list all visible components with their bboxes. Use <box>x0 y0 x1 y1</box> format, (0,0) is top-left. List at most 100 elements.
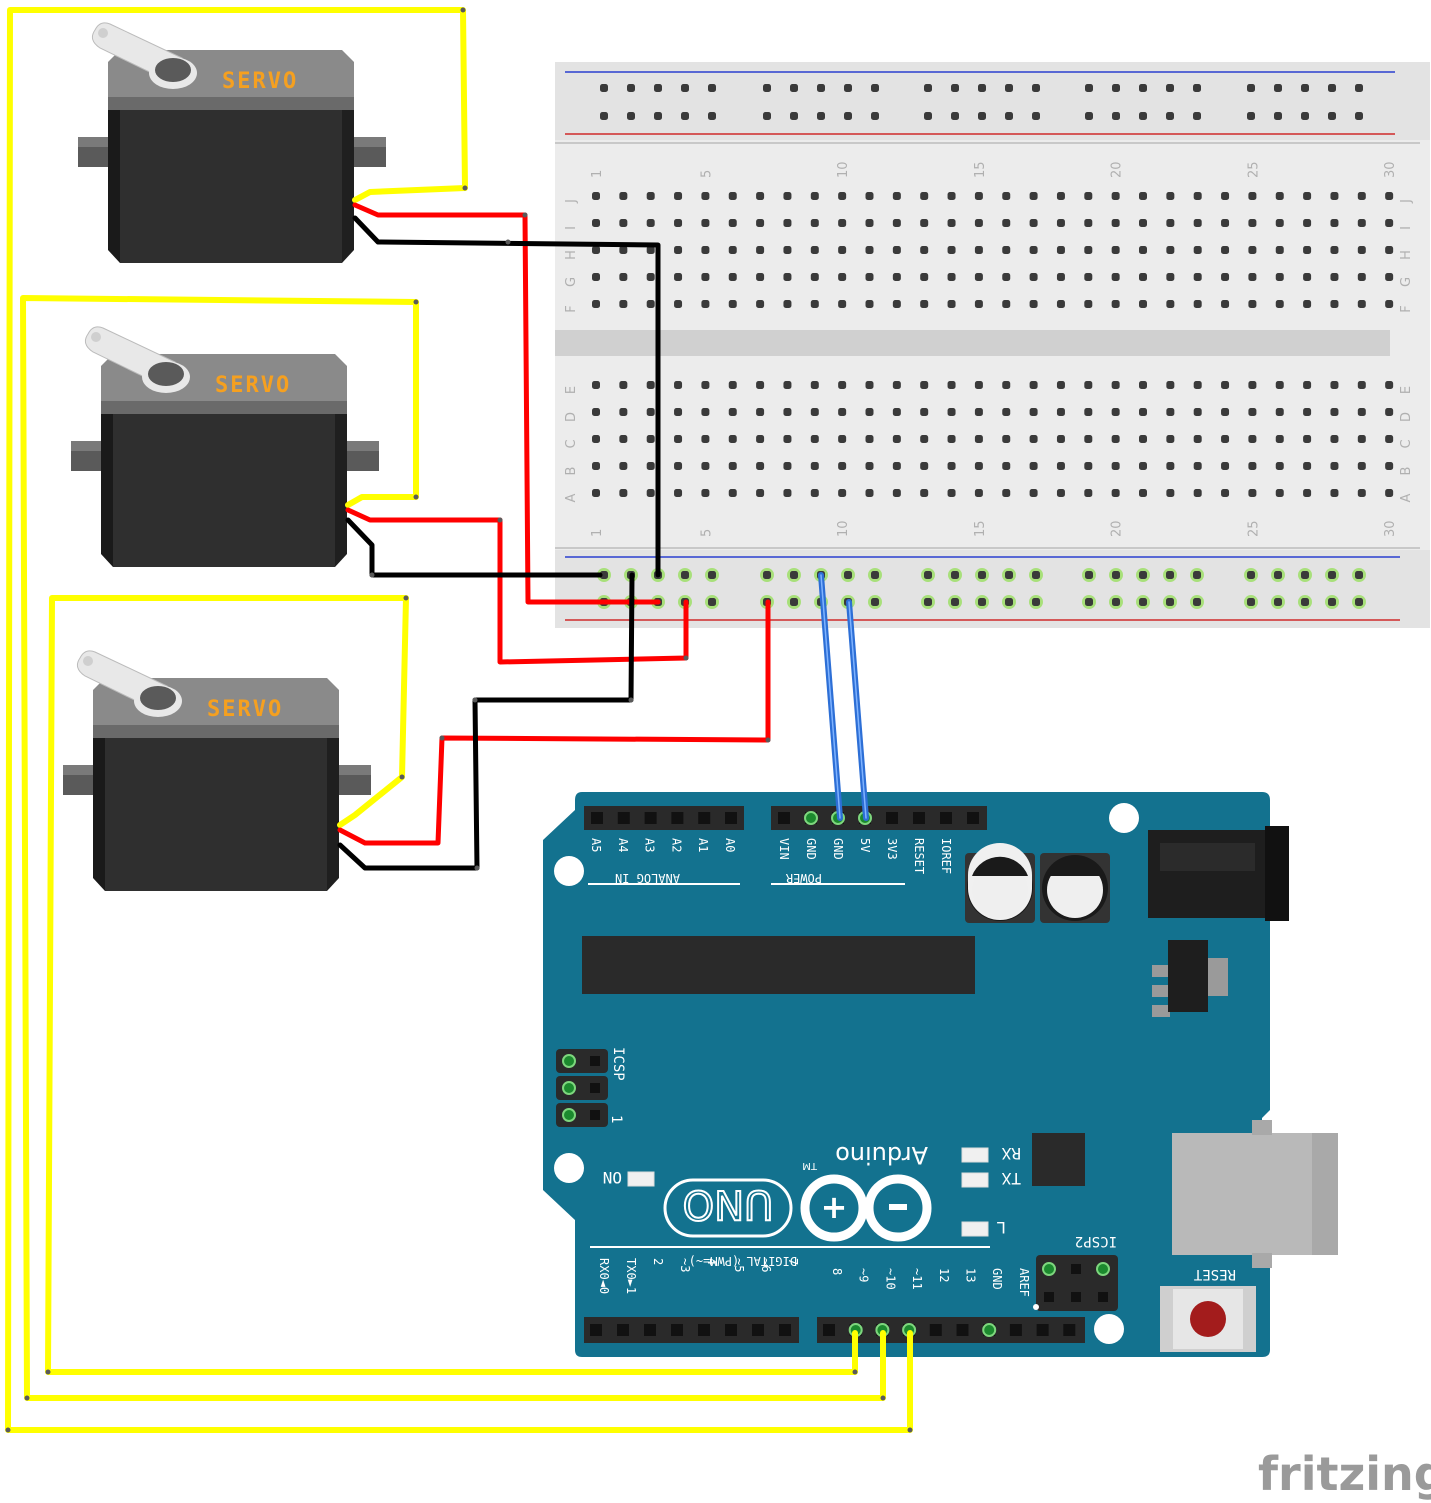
breadboard-hole <box>1084 435 1093 443</box>
power-rail-hole <box>1352 568 1366 582</box>
breadboard-hole <box>1139 300 1147 308</box>
breadboard-hole <box>1357 435 1366 443</box>
icsp2-pin <box>1098 1292 1108 1302</box>
power-rail-hole <box>1032 84 1040 92</box>
breadboard-hole <box>1084 192 1093 200</box>
breadboard-hole <box>920 435 929 443</box>
power-rail-hole <box>600 84 608 92</box>
analog-header-pins <box>591 812 737 824</box>
breadboard-hole <box>1303 435 1312 443</box>
digital-pin <box>725 1324 737 1336</box>
power-rail-hole <box>1112 112 1120 120</box>
breadboard-hole <box>1193 489 1202 497</box>
breadboard-hole <box>646 462 655 470</box>
uno-capsule <box>663 1178 793 1238</box>
breadboard-hole <box>1357 246 1366 254</box>
icsp-label: ICSP <box>610 1047 626 1081</box>
breadboard-hole <box>947 489 956 497</box>
breadboard-hole <box>646 381 655 389</box>
digital-pin-label: ~10 <box>883 1268 897 1290</box>
breadboard-hole <box>592 408 600 416</box>
breadboard-hole <box>865 489 874 497</box>
power-rail-hole <box>708 112 716 120</box>
digital-pin <box>698 1324 710 1336</box>
column-number: 10 <box>836 161 851 178</box>
power-pin <box>940 812 952 824</box>
power-rail-hole <box>1298 595 1312 609</box>
analog-pin-label: A4 <box>616 838 630 852</box>
wire-bend-point <box>399 774 405 780</box>
breadboard-hole <box>1166 192 1175 200</box>
icsp-pin <box>562 1081 576 1095</box>
breadboard-hole <box>783 300 792 308</box>
column-number: 25 <box>1246 520 1261 537</box>
mount-hole-top-right <box>1109 803 1139 833</box>
breadboard-hole <box>1111 192 1120 200</box>
power-rail-hole <box>763 112 771 120</box>
breadboard-hole <box>728 300 737 308</box>
voltage-regulator <box>1152 940 1228 1017</box>
breadboard-hole <box>783 408 792 416</box>
breadboard-hole <box>1002 273 1011 281</box>
breadboard-hole <box>701 489 710 497</box>
power-rail-hole <box>1193 84 1201 92</box>
digital-pin-label: TX0►1 <box>624 1258 638 1294</box>
row-letter: I <box>564 226 579 230</box>
reset-button[interactable] <box>1160 1286 1256 1352</box>
row-letter: B <box>1399 467 1414 476</box>
breadboard-hole <box>1056 219 1065 227</box>
reset-button-cap[interactable] <box>1190 1301 1226 1337</box>
breadboard-hole <box>1330 300 1339 308</box>
breadboard-hole <box>1248 381 1257 389</box>
red-wire-servo-3-to-5v-rail <box>337 599 771 846</box>
breadboard-hole <box>1275 462 1284 470</box>
breadboard-hole <box>592 489 600 497</box>
breadboard-hole <box>1166 435 1175 443</box>
power-rail-hole <box>1328 84 1336 92</box>
breadboard-hole <box>1330 435 1339 443</box>
breadboard-hole <box>1275 435 1284 443</box>
breadboard-hole <box>920 300 929 308</box>
breadboard-hole <box>865 408 874 416</box>
breadboard-hole <box>1248 219 1257 227</box>
breadboard-hole <box>1357 462 1366 470</box>
breadboard-hole <box>1248 192 1257 200</box>
power-rail-hole <box>1085 112 1093 120</box>
digital-pin-label: 8 <box>830 1268 844 1275</box>
breadboard-hole <box>1029 489 1038 497</box>
power-rail-hole <box>868 595 882 609</box>
power-rail-hole <box>978 84 986 92</box>
breadboard-hole <box>974 435 983 443</box>
wire-bend-point <box>439 735 445 741</box>
breadboard-hole <box>1385 435 1394 443</box>
breadboard-hole <box>619 300 628 308</box>
breadboard-hole <box>1193 273 1202 281</box>
breadboard-hole <box>783 219 792 227</box>
wire-bend-point <box>5 1427 11 1433</box>
breadboard-hole <box>756 273 765 281</box>
power-pin-label: RESET <box>912 838 926 874</box>
column-number: 10 <box>836 520 851 537</box>
breadboard-hole <box>1166 246 1175 254</box>
power-pin-label: VIN <box>777 838 791 860</box>
digital-pin <box>1063 1324 1076 1336</box>
yellow-wire-servo-2-to-pin-10 <box>20 295 886 1401</box>
breadboard-hole <box>865 300 874 308</box>
breadboard-hole <box>1330 408 1339 416</box>
wire-bend-point <box>505 239 511 245</box>
wire-bend-point <box>628 697 634 703</box>
power-rail-hole <box>1271 568 1285 582</box>
breadboard-hole <box>920 408 929 416</box>
power-rail-hole <box>627 84 635 92</box>
breadboard-hole <box>646 192 655 200</box>
breadboard-hole <box>1248 408 1257 416</box>
breadboard-hole <box>810 462 819 470</box>
breadboard-hole <box>865 246 874 254</box>
power-rail-hole <box>1190 595 1204 609</box>
breadboard-hole <box>783 246 792 254</box>
power-rail-hole <box>1163 595 1177 609</box>
wire-bend-point <box>369 572 375 578</box>
